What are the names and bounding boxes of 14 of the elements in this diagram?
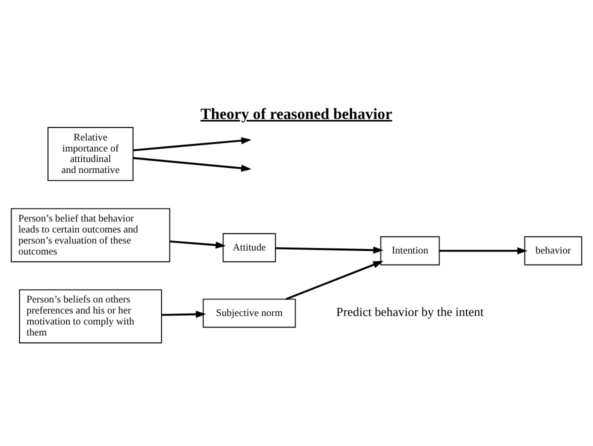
arrow bbox=[170, 240, 226, 248]
node-box: Person’s beliefs on others preferences and his or her motivation to comply with them bbox=[19, 288, 162, 343]
node-box: Attitude bbox=[222, 232, 276, 262]
node-box: Relative importance of attitudinal and normative bbox=[48, 126, 134, 181]
label: Predict behavior by the intent bbox=[336, 304, 484, 319]
diagram-title: Theory of reasoned behavior bbox=[200, 105, 392, 122]
node-box: Person’s belief that behavior leads to certain outcomes and person’s evaluation of these outcomes bbox=[10, 208, 170, 262]
node-box: Subjective norm bbox=[202, 298, 296, 328]
arrow bbox=[276, 246, 384, 254]
arrow bbox=[162, 310, 206, 318]
arrow bbox=[439, 246, 528, 254]
node-box: Intention bbox=[380, 236, 440, 265]
node-box: behavior bbox=[524, 236, 582, 265]
arrow bbox=[286, 260, 384, 300]
